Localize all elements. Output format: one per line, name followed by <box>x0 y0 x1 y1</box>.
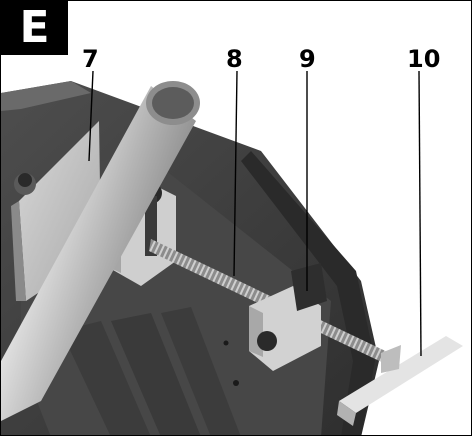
figure-letter-badge: E <box>1 1 68 55</box>
callout-8: 8 <box>226 45 243 73</box>
callout-9: 9 <box>299 45 316 73</box>
callout-10: 10 <box>407 45 441 73</box>
callout-7: 7 <box>82 45 99 73</box>
